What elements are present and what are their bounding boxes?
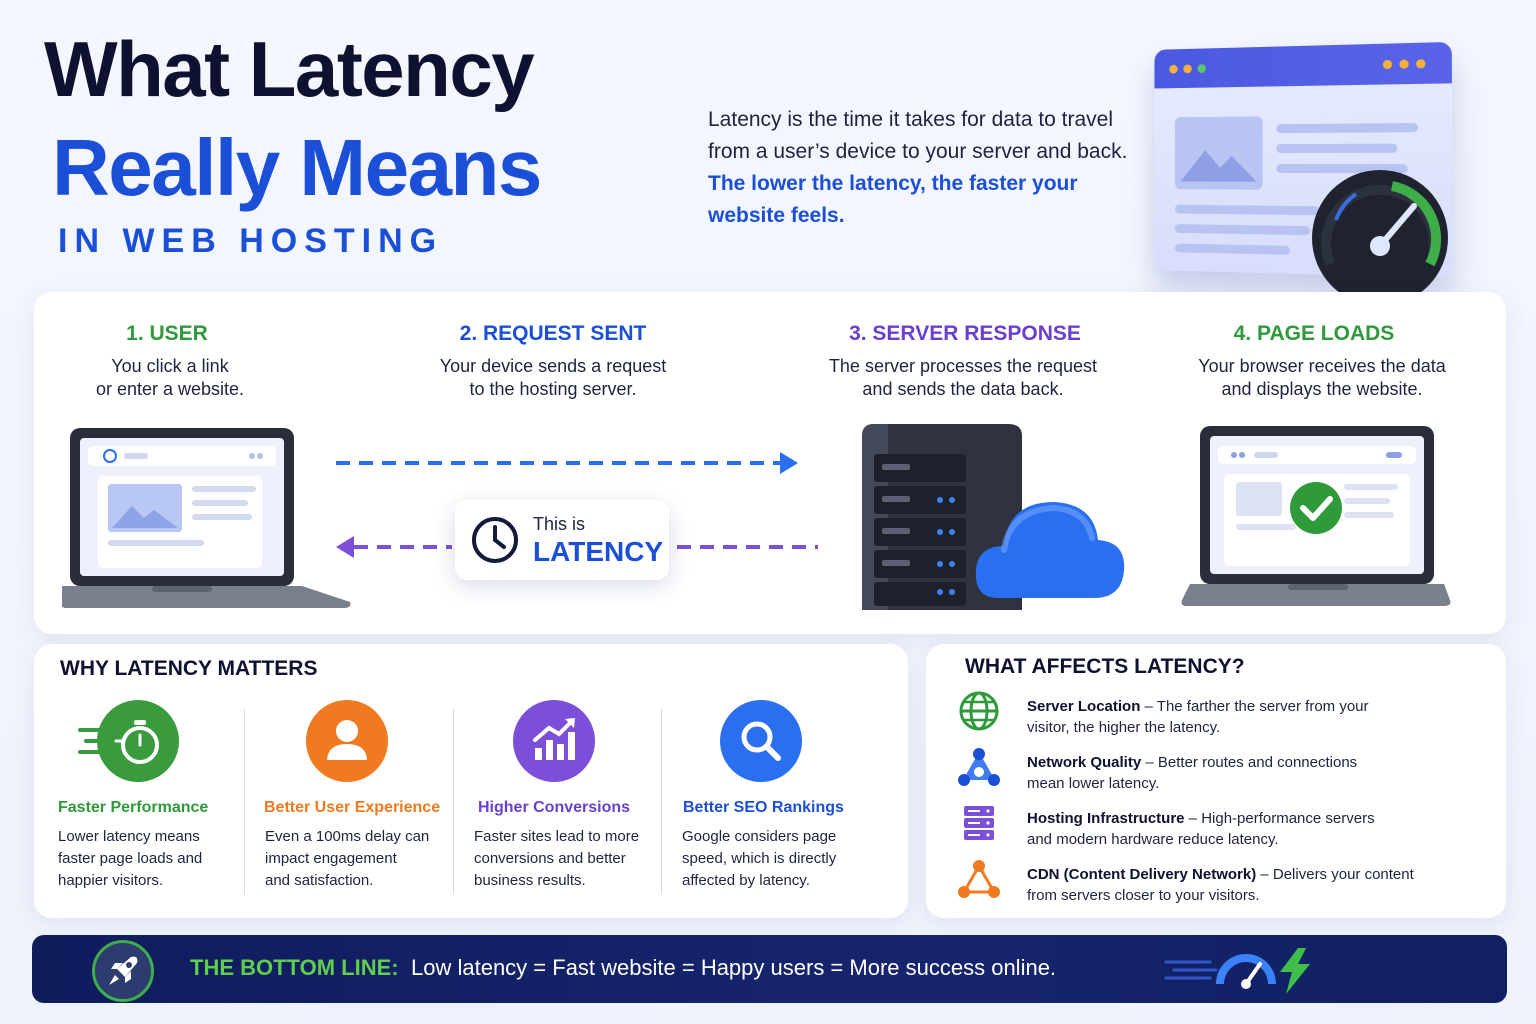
why-item-2-heading: Better User Experience bbox=[264, 799, 441, 816]
user-laptop-icon bbox=[62, 428, 351, 608]
server-icon bbox=[862, 424, 1125, 610]
intro-highlight: The lower the latency, the faster your w… bbox=[708, 172, 1078, 227]
title-line-1: What Latency bbox=[44, 25, 535, 113]
why-item-1-heading: Faster Performance bbox=[58, 799, 209, 816]
title-line-3: IN WEB HOSTING bbox=[58, 222, 444, 260]
speed-gauge-icon bbox=[1164, 948, 1310, 994]
page-loaded-laptop-icon bbox=[1181, 426, 1451, 606]
stopwatch-icon bbox=[78, 700, 179, 782]
intro-plain: Latency is the time it takes for data to… bbox=[708, 108, 1128, 163]
divider bbox=[244, 708, 245, 894]
step-4-title: 4. PAGE LOADS bbox=[1233, 322, 1395, 345]
what-affects-latency-panel bbox=[926, 644, 1506, 918]
latency-callout-small: This is bbox=[533, 514, 586, 534]
hero-browser-window bbox=[1154, 41, 1452, 279]
step-2-title: 2. REQUEST SENT bbox=[459, 322, 647, 345]
response-arrow bbox=[336, 536, 818, 558]
hero-browser-bar bbox=[1154, 41, 1452, 89]
globe-icon bbox=[959, 691, 999, 731]
user-icon bbox=[306, 700, 388, 782]
divider bbox=[453, 708, 454, 894]
why-item-3-heading: Higher Conversions bbox=[478, 799, 631, 816]
divider bbox=[661, 708, 662, 894]
affects-item-hosting-infrastructure: Hosting Infrastructure – High-performanc… bbox=[1027, 810, 1375, 848]
bottom-line-banner bbox=[32, 935, 1507, 1003]
step-3-title: 3. SERVER RESPONSE bbox=[849, 322, 1081, 345]
why-section-title: WHY LATENCY MATTERS bbox=[60, 657, 318, 680]
image-placeholder-icon bbox=[1174, 116, 1263, 190]
affects-item-server-location: Server Location – The farther the server… bbox=[1027, 698, 1369, 736]
cdn-icon bbox=[958, 860, 1000, 898]
affects-section-title: WHAT AFFECTS LATENCY? bbox=[965, 655, 1245, 678]
why-item-4-heading: Better SEO Rankings bbox=[683, 799, 844, 816]
rocket-icon bbox=[109, 956, 138, 985]
intro-paragraph: Latency is the time it takes for data to… bbox=[708, 104, 1128, 232]
step-1-title: 1. USER bbox=[126, 322, 208, 345]
search-icon bbox=[720, 700, 802, 782]
request-arrow bbox=[336, 452, 798, 474]
affects-item-network-quality: Network Quality – Better routes and conn… bbox=[1027, 754, 1358, 792]
affects-item-cdn: CDN (Content Delivery Network) – Deliver… bbox=[1027, 866, 1414, 904]
speedometer-icon bbox=[1312, 170, 1448, 306]
title-line-2: Really Means bbox=[52, 123, 542, 212]
bottom-line-text: Low latency = Fast website = Happy users… bbox=[411, 955, 1057, 980]
checkmark-icon bbox=[1290, 482, 1342, 534]
latency-callout-big: LATENCY bbox=[533, 536, 664, 567]
hero-browser-illustration bbox=[1148, 41, 1452, 306]
latency-callout: This is LATENCY bbox=[455, 500, 669, 580]
clock-icon bbox=[472, 517, 518, 563]
growth-chart-icon bbox=[513, 700, 595, 782]
bottom-line-label: THE BOTTOM LINE: bbox=[190, 955, 399, 980]
network-icon bbox=[958, 748, 1000, 786]
server-stack-icon bbox=[964, 806, 994, 840]
cloud-icon bbox=[975, 502, 1125, 598]
rocket-badge bbox=[92, 940, 154, 1002]
